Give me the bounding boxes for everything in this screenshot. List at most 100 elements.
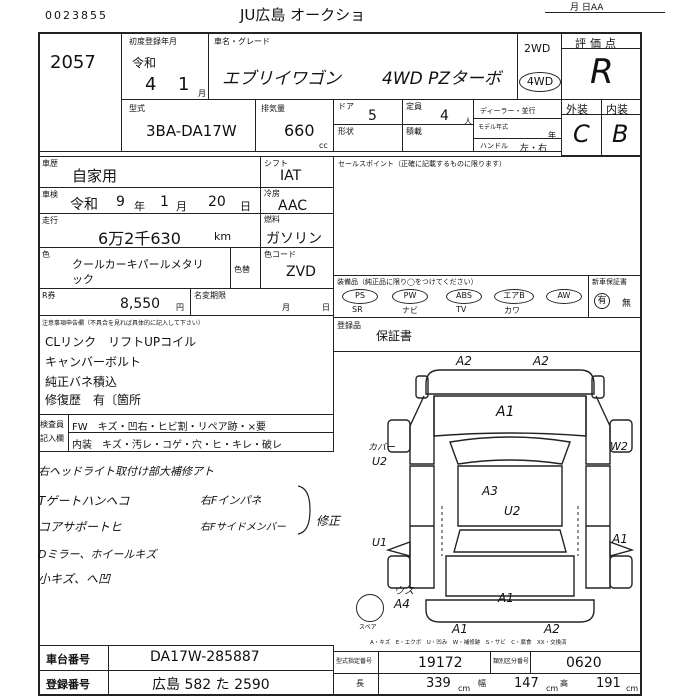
hand-note-right-1: 右Fインパネ [200,494,262,507]
hand-note-5: 小キズ、へ凹 [38,572,111,586]
fuel-value: ガソリン [266,231,322,247]
model-year-label: モデル年式 [478,124,509,131]
mark-u2-left: U2 [372,455,388,468]
displacement-unit: cc [319,141,328,150]
inspector-label-2: 記入欄 [40,434,64,443]
equip-aw: AW [546,289,582,304]
handle-value: 左・右 [520,144,548,154]
capacity-unit: 人 [464,117,472,126]
mark-u1: U1 [372,536,388,549]
len-unit: cm [458,684,471,693]
shift-value: IAT [280,168,302,184]
fuel-label: 燃料 [264,215,280,224]
doors-label: ドア [338,102,354,111]
len-value: 339 [426,676,451,691]
form-label: 型式指定番号 [336,658,373,665]
mileage-unit: km [214,230,232,243]
mark-cover: カバー [368,443,396,453]
car-name: エブリイワゴン [222,69,341,89]
registry-value: 保証書 [376,329,413,343]
color-code-label: 色コード [264,250,296,259]
notes-line-2: キャンバーボルト [45,355,142,369]
car-diagram [385,369,635,623]
inspection-day-unit: 日 [240,200,251,213]
notes-line-1: CLリンク リフトUPコイル [45,335,197,349]
mark-a1-right: A1 [612,532,628,546]
inspection-year: 9 [116,194,125,210]
int-label: 内装 [606,103,628,116]
ext-label: 外装 [566,103,588,116]
warranty-label: 新車保証書 [592,278,627,286]
int-value: B [612,120,629,148]
equip-pw: PW [392,289,428,304]
sales-point-box [333,156,642,276]
drive-2wd: 2WD [524,42,551,55]
equip-pw-label: PW [403,291,417,300]
mark-u2-center: U2 [504,504,521,518]
color-change-label: 色替 [234,265,250,274]
recycle-value: 8,550 [120,296,161,312]
equip-navi: ナビ [402,306,418,315]
cat-label: 類別区分番号 [493,658,530,665]
inspector-row-1: FW キズ・凹右・ヒビ割・リペア跡・×要 [72,422,267,433]
sales-point-label: セールスポイント（正確に記載するものに限ります） [338,160,506,168]
equip-abs: ABS [446,289,482,304]
shape-label: 形状 [338,127,354,136]
hand-note-3: コアサポートヒ [38,520,123,534]
registration-year: 4 [145,74,157,95]
equip-abs-label: ABS [456,291,472,300]
chassis-label: 車台番号 [46,653,90,666]
warranty-yes: 有 [597,296,607,306]
year-suffix: 年 [548,131,556,140]
spare-tire-icon [356,594,384,622]
recycle-label: R券 [42,291,56,300]
equip-airbag-label: エアB [503,291,525,300]
car-name-label: 車名・グレード [214,37,270,46]
equip-ps: PS [342,289,378,304]
lot-box [38,32,122,152]
notes-line-3: 純正バネ積込 [45,375,118,389]
recycle-unit: 円 [176,303,184,312]
inspection-day: 20 [208,194,226,210]
mark-a1-rear: A1 [498,591,514,605]
wid-unit: cm [546,684,559,693]
notes-line-4: 修復歴 有〔箇所 [45,393,142,407]
plate-label: 登録番号 [46,678,90,691]
damage-legend: A・キズ E・エクボ U・凹み W・補修跡 S・サビ C・腐食 XX・交換済 [370,640,567,646]
wid-label: 幅 [478,679,486,688]
equip-kawa: カワ [504,306,520,315]
inspector-label-1: 検査員 [40,420,64,429]
plate-value: 広島 582 た 2590 [152,677,270,693]
equip-airbag: エアB [494,289,534,304]
inspection-year-unit: 年 [134,200,145,213]
dealer-label: ディーラー・並行 [480,107,536,115]
color-value-1: クールカーキパールメタリ [72,258,204,271]
auction-title: JU広島 オークショ [240,6,366,24]
displacement-label: 排気量 [261,104,285,113]
model-value: 3BA-DA17W [146,122,237,140]
wid-value: 147 [514,676,539,691]
lot-number: 2057 [50,52,96,73]
equip-tv: TV [456,305,467,314]
inspection-month-unit: 月 [176,200,187,213]
len-label: 長 [356,679,364,688]
mark-a2-left: A2 [456,354,472,368]
hand-note-2: Tゲートハンヘコ [38,494,130,508]
mark-a2-bottom-right: A2 [544,622,560,636]
model-label: 型式 [129,104,145,113]
registry-label: 登録品 [337,321,361,330]
color-code-value: ZVD [286,264,316,280]
hand-note-1: 右ヘッドライト取付け部大補修アト [38,465,214,478]
registry-box [333,317,642,352]
mark-w2: W2 [610,440,628,453]
color-label: 色 [42,250,50,259]
mark-a2-right: A2 [533,354,549,368]
car-grade: 4WD PZターボ [382,69,502,89]
inspection-label: 車検 [42,190,58,199]
inspector-box [38,414,334,452]
capacity-value: 4 [440,108,449,124]
equip-aw-label: AW [557,291,571,300]
mark-a1-bottom-left: A1 [452,622,468,636]
equip-sr: SR [352,305,363,314]
hgt-value: 191 [596,676,621,691]
